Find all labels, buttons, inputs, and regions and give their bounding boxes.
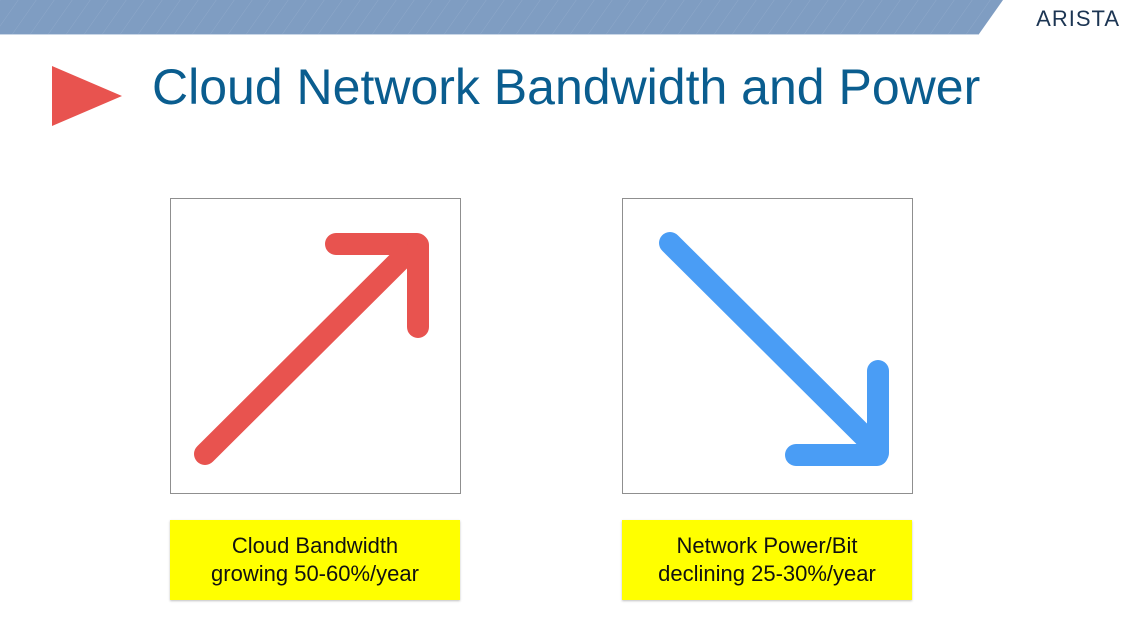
power-caption-line2: declining 25-30%/year — [658, 561, 876, 586]
power-panel — [622, 198, 913, 494]
power-caption: Network Power/Bit declining 25-30%/year — [622, 520, 912, 600]
power-caption-line1: Network Power/Bit — [676, 533, 858, 558]
arrow-down-right-icon — [659, 232, 889, 466]
arista-logo: ARISTA — [1036, 6, 1120, 31]
slide-title: Cloud Network Bandwidth and Power — [152, 59, 981, 115]
red-triangle-play-icon — [50, 64, 124, 133]
bandwidth-panel — [170, 198, 461, 494]
header-band: ARISTA — [0, 0, 1134, 36]
bandwidth-caption: Cloud Bandwidth growing 50-60%/year — [170, 520, 460, 600]
arrow-up-right-icon — [194, 233, 429, 465]
bandwidth-caption-line1: Cloud Bandwidth — [231, 533, 399, 558]
header-band-graphic — [0, 0, 1003, 35]
bandwidth-caption-line2: growing 50-60%/year — [211, 561, 419, 586]
